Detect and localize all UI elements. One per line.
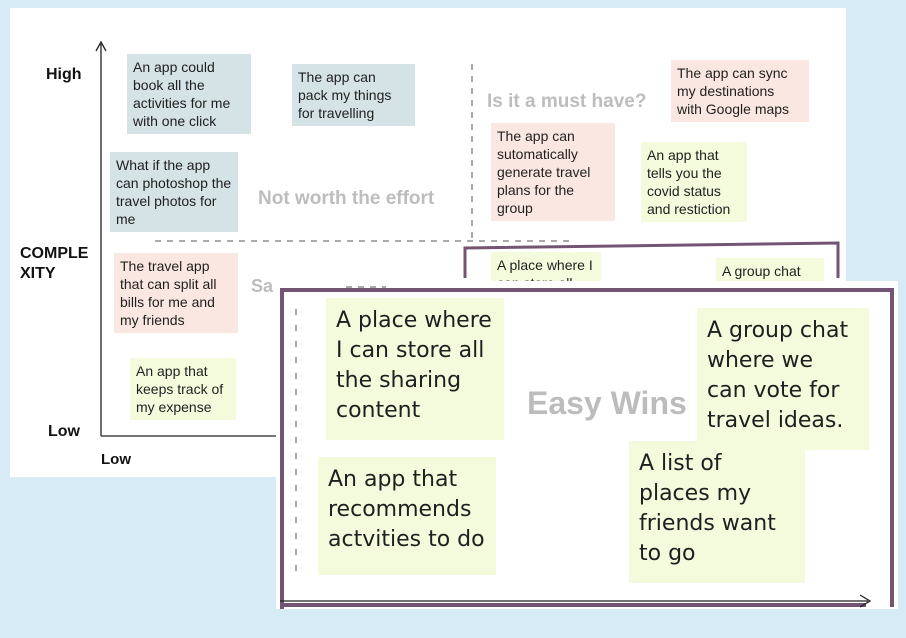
sticky-note-travel-plans: The app can sutomatically generate trave… — [491, 123, 615, 221]
easy-wins-frame — [280, 286, 894, 609]
quadrant-title-partial: Sa — [251, 276, 274, 296]
y-axis-title: COMPLE XITY — [20, 245, 89, 282]
sticky-note-store-content-behind: A place where I can store all — [491, 252, 601, 284]
sticky-note-split-bills: The travel app that can split all bills … — [114, 253, 238, 333]
matrix-lines — [95, 40, 840, 437]
zoom-x-axis-arrow — [859, 594, 872, 608]
quadrant-title-must-have: Is it a must have? — [487, 91, 647, 112]
sticky-note-places-list: A list of places my friends want to go — [629, 441, 805, 583]
easy-wins-frame-border — [280, 288, 894, 609]
sticky-note-store-content: A place where I can store all the sharin… — [326, 298, 504, 440]
easy-wins-frame-behind — [463, 241, 840, 278]
x-axis-low-label: Low — [101, 451, 131, 468]
sticky-note-group-chat: A group chat where we can vote for trave… — [697, 308, 869, 450]
sticky-note-book-activities: An app could book all the activities for… — [127, 54, 251, 134]
y-axis-arrow — [95, 40, 107, 52]
sticky-note-recommends: An app that recommends actvities to do — [318, 457, 496, 575]
sticky-note-covid-status: An app that tells you the covid status a… — [641, 142, 747, 222]
sticky-note-sync-maps: The app can sync my destinations with Go… — [671, 60, 809, 122]
y-axis-high-label: High — [46, 66, 82, 83]
easy-wins-title: Easy Wins — [527, 385, 687, 421]
sticky-note-group-chat-behind: A group chat — [716, 258, 824, 284]
quadrant-title-not-worth: Not worth the effort — [258, 188, 435, 209]
easy-wins-zoom-panel: Easy Wins A place where I can store all … — [276, 281, 898, 609]
sticky-note-pack-things: The app can pack my things for travellin… — [292, 64, 415, 126]
sticky-note-photoshop: What if the app can photoshop the travel… — [110, 152, 238, 232]
y-axis-low-label: Low — [48, 423, 80, 440]
sticky-note-track-expense: An app that keeps track of my expense — [130, 358, 236, 420]
